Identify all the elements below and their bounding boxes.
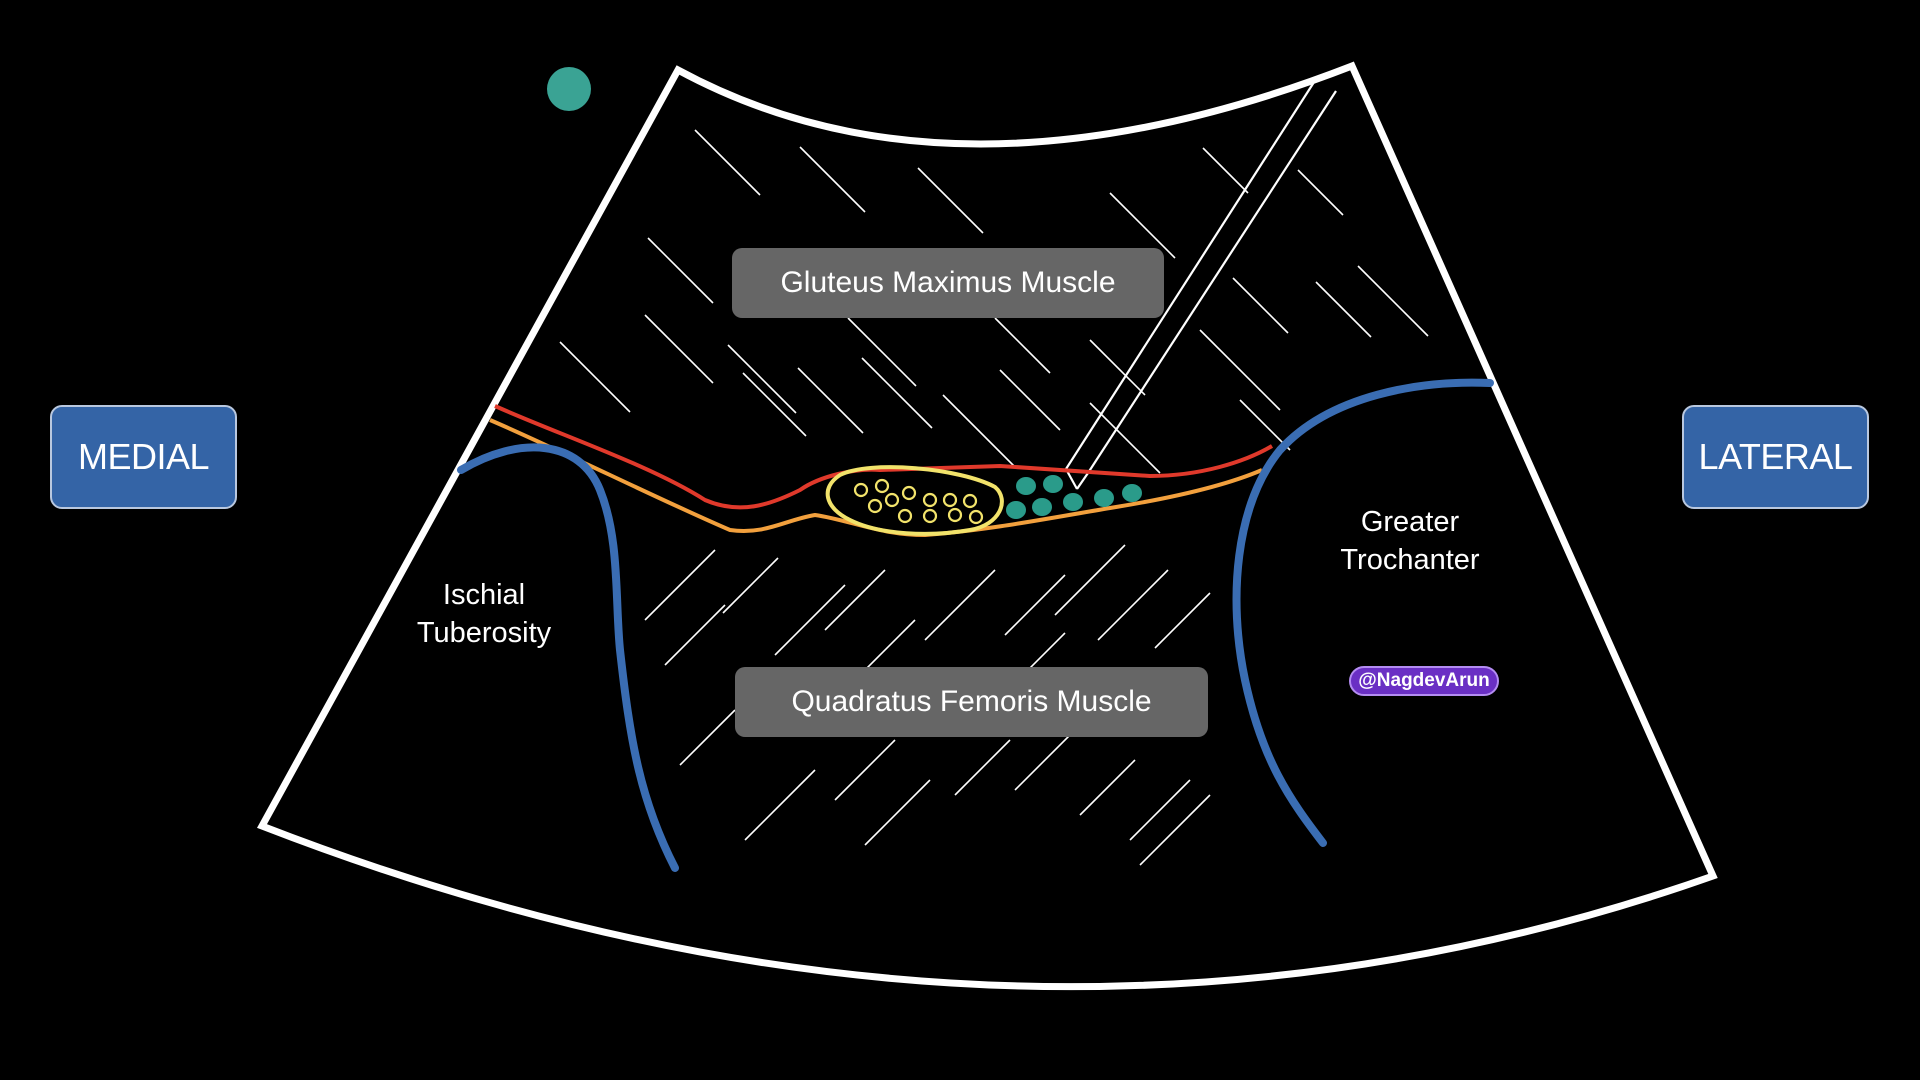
- gluteus-label-text: Gluteus Maximus Muscle: [780, 266, 1116, 299]
- orientation-marker-dot: [547, 67, 591, 111]
- quadratus-femoris-label: Quadratus Femoris Muscle: [735, 667, 1208, 737]
- vessels: [1006, 475, 1142, 519]
- lateral-orientation-label: LATERAL: [1682, 405, 1869, 509]
- lateral-label-text: LATERAL: [1698, 436, 1853, 477]
- quadratus-label-text: Quadratus Femoris Muscle: [791, 685, 1152, 718]
- author-handle-badge: @NagdevArun: [1349, 666, 1499, 696]
- ischial-tuberosity-bone: [457, 443, 679, 872]
- ischial-label-line1: Ischial: [442, 579, 526, 611]
- ischial-label-line2: Tuberosity: [416, 617, 552, 649]
- greater-trochanter-label: Greater Trochanter: [1320, 503, 1500, 579]
- trochanter-label-line1: Greater: [1360, 506, 1460, 538]
- trochanter-label-line2: Trochanter: [1340, 544, 1480, 576]
- author-handle-text: @NagdevArun: [1358, 670, 1490, 691]
- greater-trochanter-bone: [1232, 378, 1494, 847]
- fascia-upper-line: [494, 404, 1274, 510]
- sciatic-nerve: [825, 465, 1004, 536]
- medial-label-text: MEDIAL: [77, 436, 210, 477]
- ischial-tuberosity-label: Ischial Tuberosity: [394, 576, 574, 652]
- quadratus-fiber-lines: [644, 544, 1211, 866]
- medial-orientation-label: MEDIAL: [50, 405, 237, 509]
- gluteus-fiber-lines: [559, 129, 1429, 474]
- ultrasound-sector-outline: [257, 61, 1718, 991]
- gluteus-maximus-label: Gluteus Maximus Muscle: [732, 248, 1164, 318]
